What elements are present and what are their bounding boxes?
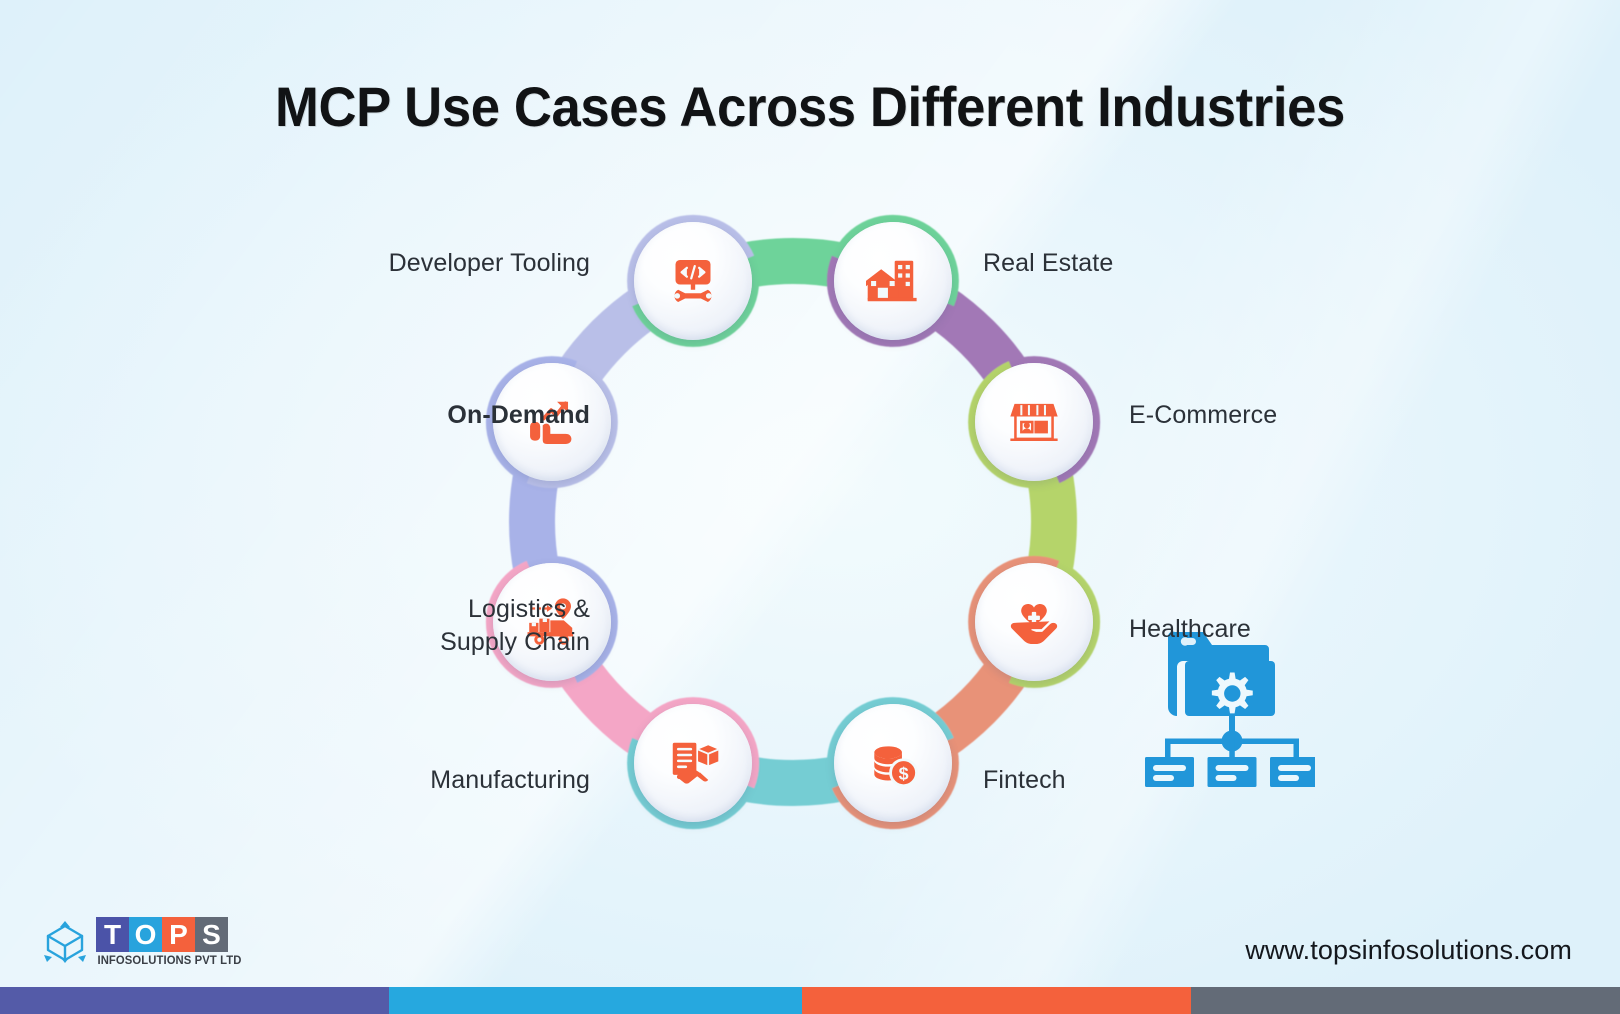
logo-letter-t: T: [96, 917, 129, 952]
cycle-diagram: $: [443, 182, 1319, 862]
svg-text:$: $: [898, 764, 908, 784]
document-box-handshake-icon: [666, 736, 720, 790]
node-label-real-estate: Real Estate: [983, 249, 1114, 277]
cube-arrows-icon: [42, 919, 88, 967]
node-label-on-demand: On-Demand: [447, 401, 590, 429]
node-label-developer-tooling: Developer Tooling: [388, 249, 590, 277]
logo-letter-p: P: [162, 917, 195, 952]
node-developer-tooling[interactable]: [634, 221, 753, 340]
page-title: MCP Use Cases Across Different Industrie…: [275, 75, 1345, 138]
heart-hands-plus-icon: [1007, 595, 1061, 649]
house-building-icon: [865, 254, 920, 308]
footer-color-bar: [0, 987, 1620, 1014]
code-wrench-icon: [665, 253, 721, 309]
node-on-demand[interactable]: [492, 363, 611, 482]
coins-dollar-icon: $: [867, 737, 919, 789]
node-label-logistics-supply-chain: Logistics & Supply Chain: [440, 595, 590, 657]
node-fintech[interactable]: $: [833, 704, 952, 823]
footer-bar-segment-1: [0, 987, 389, 1014]
website-url: www.topsinfosolutions.com: [1245, 935, 1572, 965]
logo-letter-s: S: [195, 917, 228, 952]
footer-bar-segment-2: [388, 987, 802, 1014]
node-label-fintech: Fintech: [983, 766, 1066, 794]
hand-growth-arrow-icon: [525, 395, 579, 449]
footer-bar-segment-3: [801, 987, 1191, 1014]
node-logistics-supply-chain[interactable]: [492, 562, 611, 681]
footer-bar-segment-4: [1190, 987, 1620, 1014]
logo-tagline: INFOSOLUTIONS PVT LTD: [97, 955, 242, 967]
node-manufacturing[interactable]: [634, 704, 753, 823]
ring-segments: [485, 214, 1101, 830]
node-label-manufacturing: Manufacturing: [430, 766, 590, 794]
node-real-estate[interactable]: [833, 221, 952, 340]
node-label-e-commerce: E-Commerce: [1129, 401, 1278, 429]
storefront-icon: [1007, 395, 1061, 449]
logo-letter-o: O: [129, 917, 162, 952]
node-healthcare[interactable]: [975, 562, 1094, 681]
folder-gear-hierarchy-icon: [1137, 612, 1319, 790]
node-label-healthcare: Healthcare: [1129, 615, 1251, 643]
delivery-truck-pin-icon: [525, 595, 579, 649]
node-e-commerce[interactable]: [975, 363, 1094, 482]
